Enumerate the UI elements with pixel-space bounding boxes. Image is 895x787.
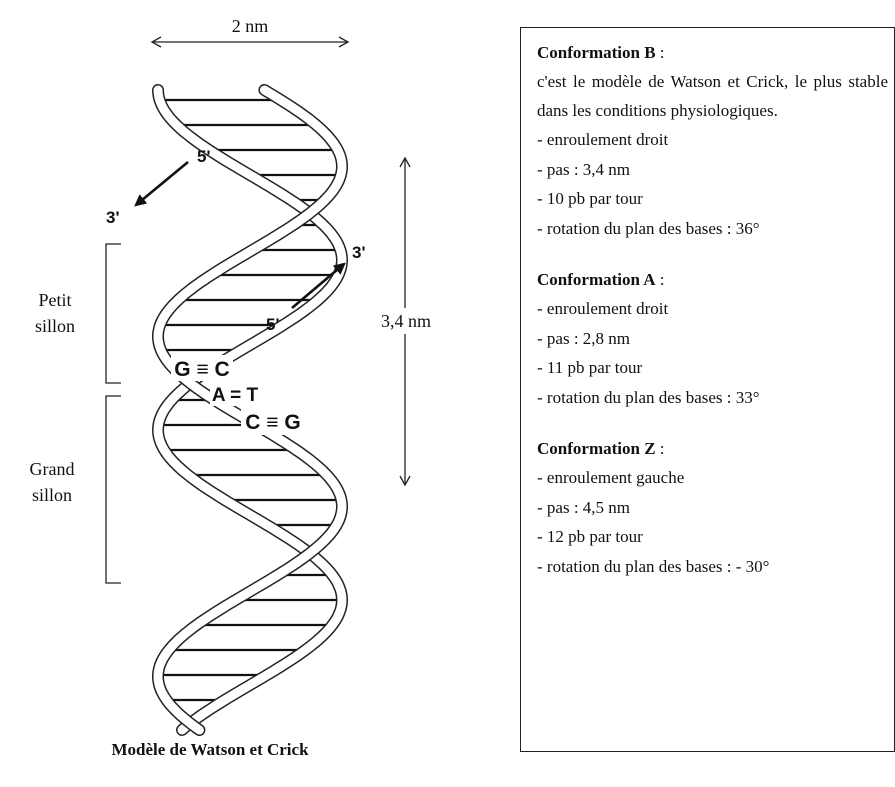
property-line: - rotation du plan des bases : 36° <box>537 214 894 244</box>
section-title-colon: : <box>656 270 665 289</box>
strand-1-five-prime: 5' <box>197 147 211 166</box>
property-line: - pas : 3,4 nm <box>537 155 894 185</box>
strand-1-three-prime: 3' <box>106 208 120 227</box>
property-line: - enroulement droit <box>537 125 894 155</box>
section-title-colon: : <box>656 43 665 62</box>
conformations-panel: Conformation B :c'est le modèle de Watso… <box>520 27 895 752</box>
property-line: - enroulement gauche <box>537 463 894 493</box>
figure-caption: Modèle de Watson et Crick <box>95 740 325 760</box>
major-groove-label-line2: sillon <box>32 485 72 505</box>
section-title-colon: : <box>656 439 665 458</box>
section-title-text: Conformation Z <box>537 439 656 458</box>
strand-2-three-prime: 3' <box>352 243 366 262</box>
property-line: - enroulement droit <box>537 294 894 324</box>
property-line: - pas : 4,5 nm <box>537 493 894 523</box>
section-title: Conformation A : <box>537 265 894 294</box>
section-title-text: Conformation A <box>537 270 656 289</box>
section-gap <box>537 243 894 265</box>
section-title-text: Conformation B <box>537 43 656 62</box>
width-label: 2 nm <box>232 16 269 36</box>
strand-1-direction-arrow <box>136 162 188 205</box>
dna-diagram: 2 nm 3,4 nm 5' 3' 3' 5' Petit sillon Gra… <box>0 0 520 787</box>
strand-2-five-prime: 5' <box>266 315 280 334</box>
minor-groove-label-line1: Petit <box>38 290 71 310</box>
property-line: - 12 pb par tour <box>537 522 894 552</box>
major-groove-bracket <box>106 396 121 583</box>
base-pair-c-g: C ≡ G <box>245 411 300 434</box>
property-line: - rotation du plan des bases : 33° <box>537 383 894 413</box>
section-title: Conformation Z : <box>537 434 894 463</box>
section-title: Conformation B : <box>537 38 894 67</box>
base-pair-g-c: G ≡ C <box>174 358 229 381</box>
property-line: - rotation du plan des bases : - 30° <box>537 552 894 582</box>
pitch-label: 3,4 nm <box>381 311 431 331</box>
section-description: c'est le modèle de Watson et Crick, le p… <box>537 67 894 125</box>
minor-groove-bracket <box>106 244 121 383</box>
property-line: - pas : 2,8 nm <box>537 324 894 354</box>
major-groove-label-line1: Grand <box>30 459 75 479</box>
base-pair-a-t: A = T <box>212 385 259 406</box>
property-line: - 11 pb par tour <box>537 353 894 383</box>
section-gap <box>537 412 894 434</box>
property-line: - 10 pb par tour <box>537 184 894 214</box>
minor-groove-label-line2: sillon <box>35 316 75 336</box>
